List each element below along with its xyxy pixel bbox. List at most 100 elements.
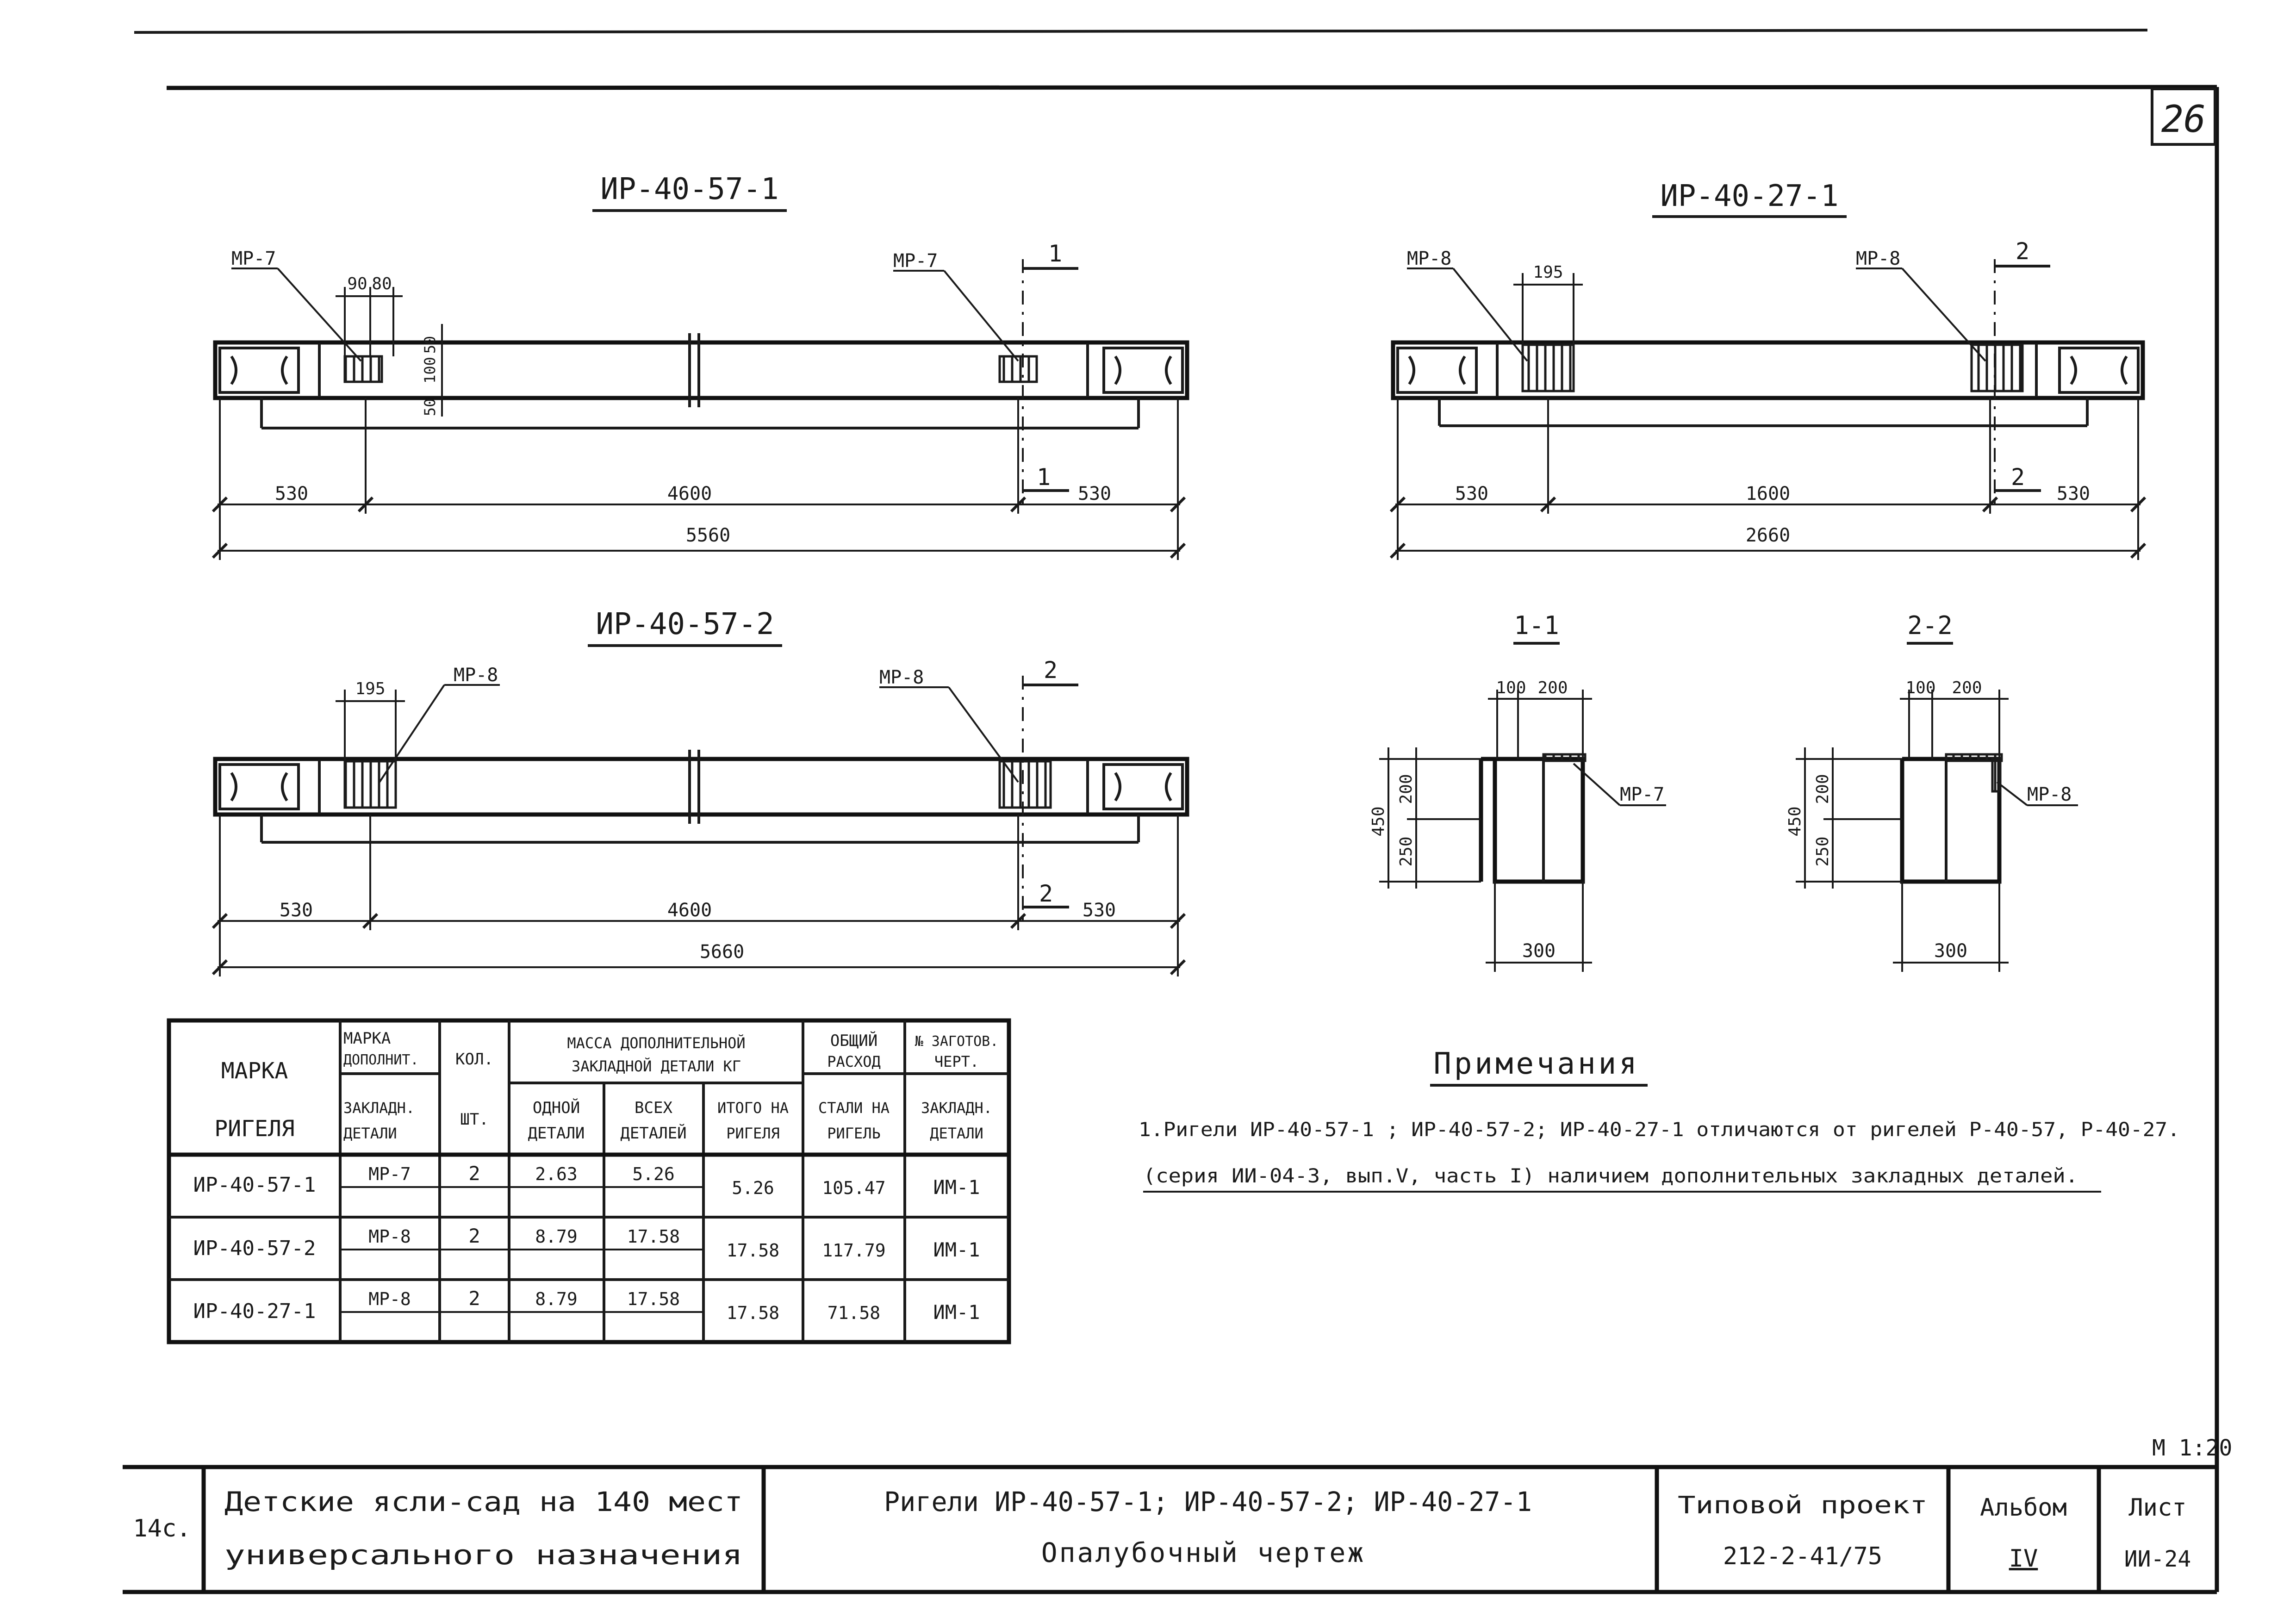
th-drawing-2: ЧЕРТ.	[934, 1053, 979, 1070]
view3-dim-mid: 4600	[667, 900, 712, 921]
section2-embed: МР-8	[2027, 784, 2072, 805]
section1-dim-left-upper: 200	[1397, 774, 1416, 804]
notes-title: Примечания	[1433, 1047, 1639, 1081]
section1-dim-bottom: 300	[1522, 940, 1556, 962]
view1-dim-vert-3: 50	[421, 398, 439, 417]
sheet-number: ИИ-24	[2124, 1546, 2191, 1572]
row2-mark: ИР-40-57-2	[193, 1237, 316, 1260]
project-label: Типовой проект	[1678, 1492, 1928, 1519]
row1-one: 2.63	[535, 1164, 578, 1184]
section1-dim-left-lower: 250	[1397, 836, 1416, 866]
th-mass-2: ЗАКЛАДНОЙ ДЕТАЛИ КГ	[572, 1057, 741, 1075]
th-embed-4: ДЕТАЛИ	[343, 1125, 397, 1142]
view1-dim-left: 530	[275, 483, 308, 504]
view1-dim-top-1: 90	[347, 274, 367, 293]
section2-dim-left-lower: 250	[1813, 836, 1832, 866]
project-name-2: универсального назначения	[224, 1539, 743, 1571]
th-embed-1: МАРКА	[343, 1029, 391, 1048]
section2-dim-left-upper: 200	[1813, 774, 1832, 804]
section1-dim-top-1: 100	[1496, 678, 1526, 697]
row2-total: 17.58	[727, 1240, 779, 1261]
th-qty-2: ШТ.	[460, 1110, 488, 1129]
view3-embed-right: МР-8	[879, 667, 924, 688]
row1-drawing: ИМ-1	[933, 1176, 980, 1199]
th-steel-1: ОБЩИЙ	[830, 1031, 877, 1050]
sheet-label: Лист	[2128, 1494, 2186, 1522]
view2-title: ИР-40-27-1	[1660, 179, 1838, 213]
view3-dim-left: 530	[280, 900, 313, 921]
th-total-1: ИТОГО НА	[717, 1099, 789, 1117]
row3-embed: МР-8	[368, 1289, 411, 1309]
row1-total: 5.26	[732, 1178, 774, 1198]
row3-steel: 71.58	[828, 1303, 880, 1323]
album-label: Альбом	[1980, 1494, 2067, 1522]
view2-embed-left: МР-8	[1407, 248, 1451, 269]
row3-mark: ИР-40-27-1	[193, 1300, 316, 1323]
th-all-2: ДЕТАЛЕЙ	[620, 1124, 686, 1143]
th-mass-1: МАССА ДОПОЛНИТЕЛЬНОЙ	[567, 1034, 745, 1052]
notes-line-2: (серия ИИ-04-3, вып.V, часть I) наличием…	[1143, 1164, 2078, 1187]
view1-section-mark-bottom: 1	[1037, 464, 1051, 491]
section-2-2: 2-2 МР-8 100 200 450 200 250 300	[1786, 611, 2078, 972]
view3-section-mark-top: 2	[1044, 657, 1058, 684]
section-1-1: 1-1 МР-7 100 200 450 200 250 300	[1369, 611, 1666, 972]
th-one-1: ОДНОЙ	[533, 1098, 580, 1117]
th-qty-1: КОЛ.	[455, 1050, 493, 1069]
view1-dim-vert-1: 50	[421, 336, 439, 354]
scale-label: М 1:20	[2152, 1435, 2232, 1461]
th-drawing-1: № ЗАГОТОВ.	[915, 1033, 999, 1050]
view2-section-mark-top: 2	[2016, 238, 2029, 265]
view1-dim-total: 5560	[686, 525, 730, 546]
row2-one: 8.79	[535, 1226, 578, 1247]
th-steel-3: СТАЛИ НА	[818, 1099, 890, 1117]
view3-dim-right: 530	[1083, 900, 1116, 921]
section2-dim-left-total: 450	[1786, 806, 1804, 836]
view1-embed-left: МР-7	[231, 248, 276, 269]
th-embed-3: ЗАКЛАДН.	[343, 1099, 415, 1117]
notes-line-1: 1.Ригели ИР-40-57-1 ; ИР-40-57-2; ИР-40-…	[1139, 1118, 2180, 1141]
section1-dim-left-total: 450	[1369, 806, 1388, 836]
view1-title: ИР-40-57-1	[600, 172, 778, 206]
view1-dim-right: 530	[1078, 483, 1111, 504]
view3-section-mark-bottom: 2	[1039, 880, 1053, 907]
view3-title: ИР-40-57-2	[596, 607, 774, 641]
th-embed-2: ДОПОЛНИТ.	[343, 1052, 419, 1068]
section2-dim-top-2: 200	[1952, 678, 1982, 697]
view-ir-40-57-2: ИР-40-57-2 МР-8 МР-8 195 2 2	[212, 607, 1189, 976]
view3-embed-left: МР-8	[454, 665, 498, 686]
view1-dim-vert-2: 100	[421, 357, 439, 384]
title-block: 14с. Детские ясли-сад на 140 мест универ…	[123, 1465, 2217, 1594]
th-all-1: ВСЕХ	[635, 1099, 672, 1117]
view2-dim-right: 530	[2057, 483, 2090, 504]
row1-mark: ИР-40-57-1	[193, 1173, 316, 1197]
th-drawing-4: ДЕТАЛИ	[930, 1125, 983, 1142]
album-number: IV	[2009, 1545, 2038, 1573]
section1-embed: МР-7	[1620, 784, 1664, 805]
view1-dim-top-2: 80	[372, 274, 392, 293]
project-name-1: Детские ясли-сад на 140 мест	[224, 1486, 743, 1517]
title-left-tag: 14с.	[133, 1515, 191, 1542]
th-drawing-3: ЗАКЛАДН.	[921, 1099, 992, 1117]
sheet-border	[134, 29, 2219, 1592]
th-total-2: РИГЕЛЯ	[726, 1125, 780, 1142]
row3-total: 17.58	[727, 1303, 779, 1323]
section2-dim-bottom: 300	[1934, 940, 1967, 962]
view2-embed-right: МР-8	[1856, 248, 1900, 269]
view1-section-mark-top: 1	[1048, 240, 1062, 267]
row2-embed: МР-8	[368, 1226, 411, 1247]
section1-title: 1-1	[1514, 611, 1559, 640]
section2-title: 2-2	[1907, 611, 1953, 640]
row1-embed: МР-7	[368, 1164, 411, 1184]
view1-dim-mid: 4600	[667, 483, 712, 504]
th-mark-2: РИГЕЛЯ	[214, 1116, 294, 1142]
sheet-title-2: Опалубочный чертеж	[1041, 1537, 1366, 1568]
sheet-corner-number: 26	[2161, 98, 2206, 141]
view1-embed-right: МР-7	[893, 250, 938, 272]
row2-qty: 2	[468, 1225, 480, 1247]
sheet-title-1: Ригели ИР-40-57-1; ИР-40-57-2; ИР-40-27-…	[884, 1486, 1532, 1517]
view3-dim-top: 195	[355, 679, 385, 698]
row2-all: 17.58	[627, 1226, 680, 1247]
th-steel-4: РИГЕЛЬ	[827, 1125, 881, 1142]
view2-dim-mid: 1600	[1746, 483, 1790, 504]
